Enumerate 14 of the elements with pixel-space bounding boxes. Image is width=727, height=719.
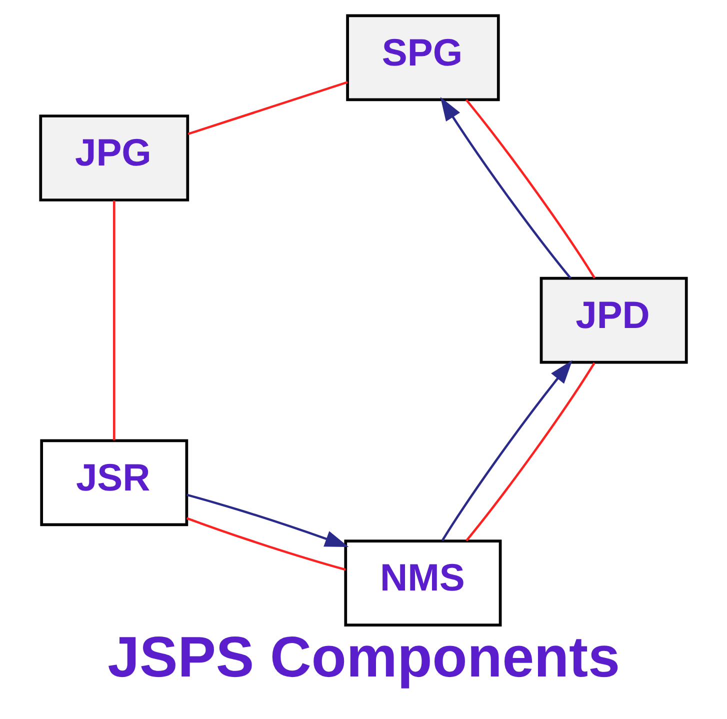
connector bbox=[186, 517, 346, 571]
arrow bbox=[186, 494, 349, 547]
node-box: JPD bbox=[540, 276, 688, 364]
node-box: SPG bbox=[346, 14, 500, 102]
diagram-title: JSPS Components bbox=[108, 626, 620, 690]
connector bbox=[466, 362, 596, 542]
node-box: NMS bbox=[344, 540, 502, 626]
connector bbox=[465, 99, 596, 279]
connector bbox=[113, 200, 116, 440]
connector bbox=[188, 81, 348, 136]
arrow bbox=[441, 360, 572, 542]
node-box: JSR bbox=[40, 439, 188, 526]
arrow bbox=[440, 97, 572, 279]
node-box: JPG bbox=[39, 114, 190, 202]
